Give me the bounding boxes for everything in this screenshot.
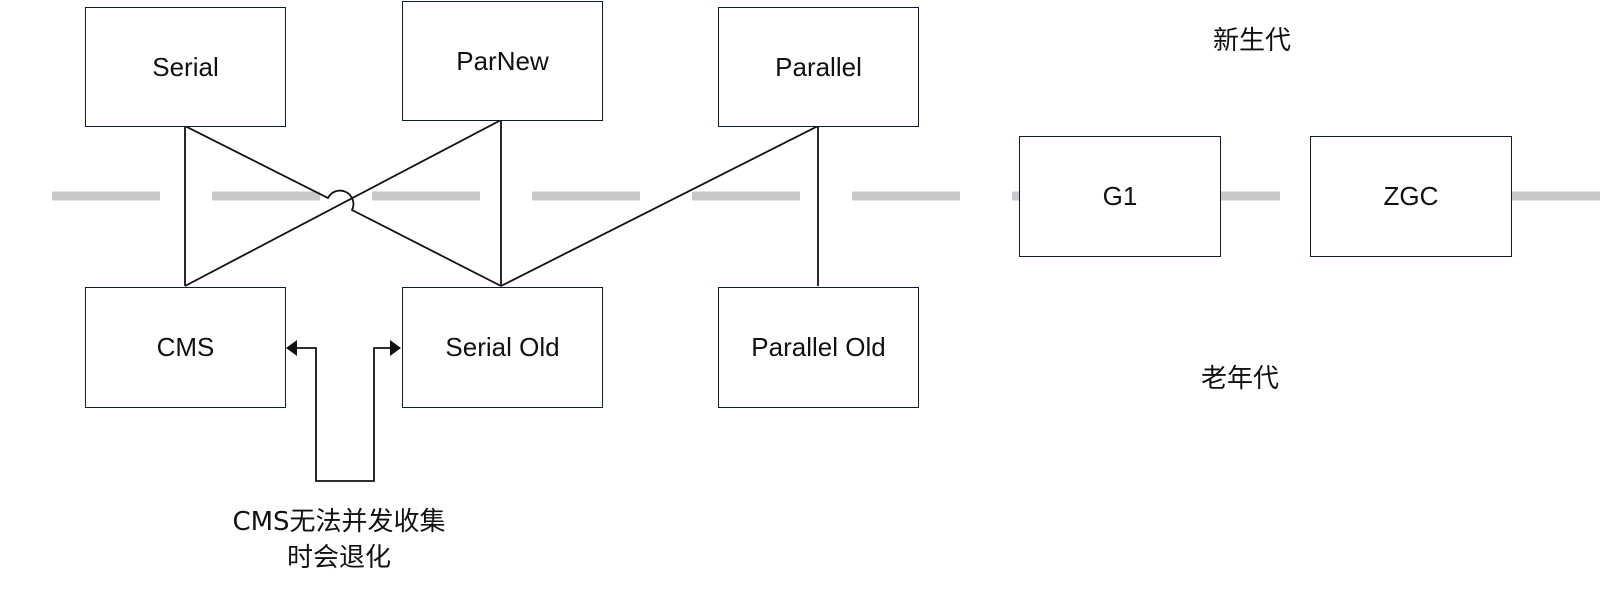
- cms-fallback-note: CMS无法并发收集 时会退化: [219, 504, 459, 576]
- cms-fallback-note-line2: 时会退化: [286, 543, 391, 573]
- node-parnew[interactable]: ParNew: [402, 1, 603, 121]
- node-parallel-old[interactable]: Parallel Old: [718, 287, 919, 408]
- node-parallel[interactable]: Parallel: [718, 7, 919, 127]
- node-zgc-label: ZGC: [1383, 181, 1439, 211]
- arrowhead-to-cms: [286, 340, 297, 356]
- node-serial-old-label: Serial Old: [445, 332, 560, 362]
- node-cms[interactable]: CMS: [85, 287, 286, 408]
- node-cms-label: CMS: [156, 332, 215, 362]
- node-g1-label: G1: [1102, 181, 1138, 211]
- edge-cms-fallback: [290, 347, 396, 482]
- arrowhead-to-serial-old: [390, 340, 401, 356]
- node-g1[interactable]: G1: [1019, 136, 1221, 257]
- node-serial[interactable]: Serial: [85, 7, 286, 127]
- edge-serial-serial-old: [184, 125, 502, 287]
- young-generation-label: 新生代: [1213, 26, 1292, 56]
- node-parallel-old-label: Parallel Old: [751, 332, 886, 362]
- old-generation-label: 老年代: [1201, 364, 1280, 394]
- node-serial-label: Serial: [152, 51, 219, 82]
- node-serial-old[interactable]: Serial Old: [402, 287, 603, 408]
- edge-parnew-cms: [184, 119, 502, 287]
- node-zgc[interactable]: ZGC: [1310, 136, 1512, 257]
- node-parallel-label: Parallel: [775, 51, 862, 82]
- edge-parallel-serial-old: [500, 125, 819, 287]
- node-parnew-label: ParNew: [456, 45, 549, 76]
- cms-fallback-note-line1: CMS无法并发收集: [232, 507, 446, 537]
